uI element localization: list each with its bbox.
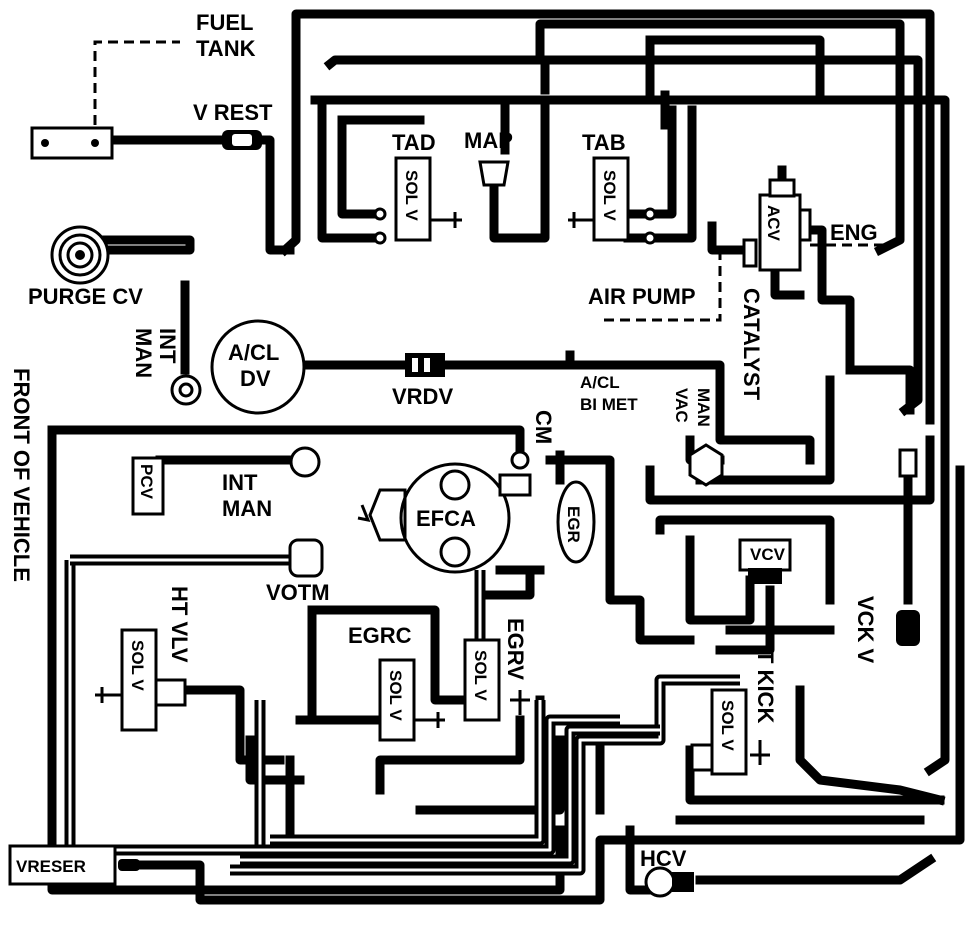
man-vac-fitting xyxy=(688,443,724,487)
label-purge-cv: PURGE CV xyxy=(28,284,143,309)
label-map: MAP xyxy=(464,128,513,153)
label-catalyst: CATALYST xyxy=(739,288,764,401)
label-efca: EFCA xyxy=(416,506,476,531)
label-vrdv: VRDV xyxy=(392,384,453,409)
label-t-kick: T KICK xyxy=(753,650,778,723)
egr-valve xyxy=(556,480,596,564)
label-egrv: EGRV xyxy=(503,618,528,680)
v-rest-restrictor xyxy=(222,130,262,150)
pcv-valve: PCV xyxy=(131,456,165,516)
tab-solenoid-valve: SOL V xyxy=(568,156,657,245)
egrv-sol-label: SOL V xyxy=(471,650,490,701)
vck-v-valve xyxy=(896,448,920,646)
label-acl: A/CL xyxy=(228,340,279,365)
label-tank: TANK xyxy=(196,36,256,61)
label-vac: VAC xyxy=(672,388,691,423)
fuel-tank-connector xyxy=(30,126,114,160)
ht-vlv-solenoid-valve: SOL V xyxy=(95,628,187,732)
label-man-mid: MAN xyxy=(222,496,272,521)
label-tad: TAD xyxy=(392,130,436,155)
label-votm: VOTM xyxy=(266,580,330,605)
acv-valve: ACV xyxy=(742,178,812,272)
tad-solenoid-valve: SOL V xyxy=(373,156,462,245)
label-man: MAN xyxy=(694,388,713,427)
label-vcv: VCV xyxy=(750,545,786,564)
diagram-labels: FUEL TANK V REST PURGE CV INT MAN FRONT … xyxy=(9,10,878,876)
vcv-valve xyxy=(738,538,792,584)
tkick-sol-label: SOL V xyxy=(718,700,737,751)
label-acl-bimet-1: A/CL xyxy=(580,373,620,392)
tad-sol-label: SOL V xyxy=(402,170,421,221)
map-sensor xyxy=(478,160,510,187)
egrc-solenoid-valve: SOL V xyxy=(378,658,445,742)
cm-fitting xyxy=(510,450,530,470)
int-man-port-mid xyxy=(289,446,321,478)
label-vck-v: VCK V xyxy=(853,596,878,664)
label-dv: DV xyxy=(240,366,271,391)
egrc-sol-label: SOL V xyxy=(386,670,405,721)
vrdv-valve xyxy=(405,353,445,377)
label-int-left: INT xyxy=(155,328,180,364)
label-fuel: FUEL xyxy=(196,10,253,35)
label-vreser: VRESER xyxy=(16,857,86,876)
votm-valve xyxy=(288,538,324,578)
label-egrc: EGRC xyxy=(348,623,412,648)
pcv-label: PCV xyxy=(137,464,156,500)
htvlv-sol-label: SOL V xyxy=(128,640,147,691)
dashed-lines xyxy=(93,40,890,322)
label-v-rest: V REST xyxy=(193,100,273,125)
label-cm: CM xyxy=(531,410,556,444)
label-air-pump: AIR PUMP xyxy=(588,284,696,309)
purge-cv-valve xyxy=(50,225,110,285)
label-ht-vlv: HT VLV xyxy=(167,586,192,663)
label-front-of-vehicle: FRONT OF VEHICLE xyxy=(9,368,34,582)
label-man-left: MAN xyxy=(131,328,156,378)
label-tab: TAB xyxy=(582,130,626,155)
acv-label: ACV xyxy=(764,205,783,242)
efca-carburetor xyxy=(357,462,532,574)
label-int-mid: INT xyxy=(222,470,258,495)
vreser-reservoir xyxy=(8,844,140,886)
acl-dv-diaphragm xyxy=(210,319,306,415)
egrv-solenoid-valve: SOL V xyxy=(463,638,530,722)
hcv-valve xyxy=(644,866,694,898)
tab-sol-label: SOL V xyxy=(600,170,619,221)
label-acl-bimet-2: BI MET xyxy=(580,395,638,414)
hose-network xyxy=(47,9,965,905)
t-kick-solenoid-valve: SOL V xyxy=(690,688,770,776)
label-hcv: HCV xyxy=(640,846,687,871)
int-man-port-left xyxy=(170,374,202,406)
label-egr: EGR xyxy=(564,506,583,543)
label-eng: ENG xyxy=(830,220,878,245)
